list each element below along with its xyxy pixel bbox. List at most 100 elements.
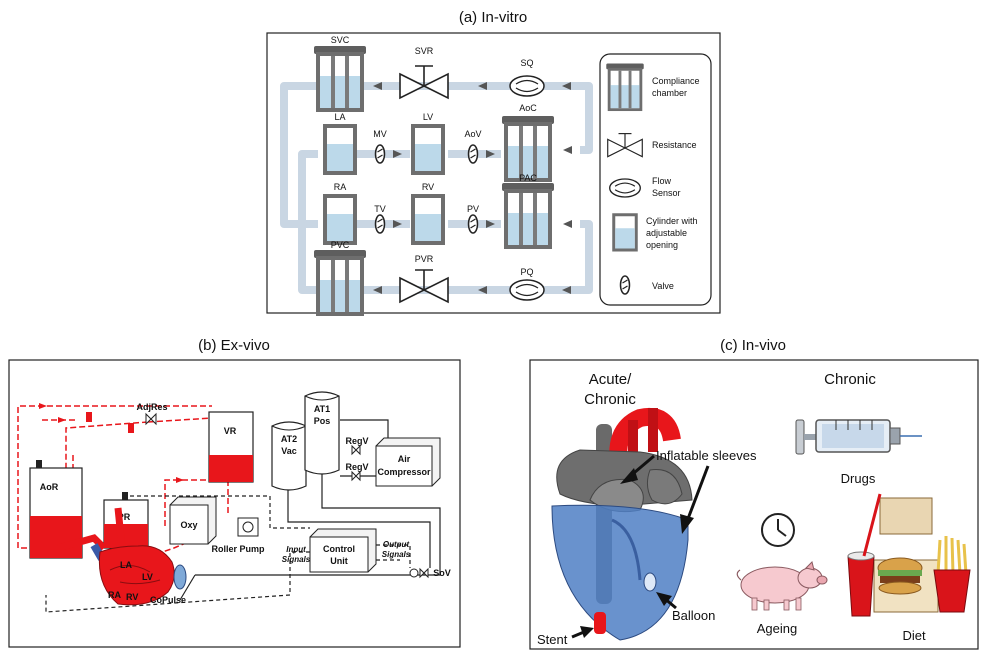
regv-valve-1 [351, 444, 361, 456]
label-inflatable-sleeves: Inflatable sleeves [656, 448, 757, 463]
legend-cylinder-2: adjustable [646, 228, 687, 238]
la-cylinder [323, 124, 357, 175]
label-sq: SQ [520, 58, 533, 68]
air-compressor: Air Compressor [375, 437, 441, 487]
component-labels: SVC SVR SQ LA MV LV AoV AoC RA TV RV PV … [331, 35, 538, 277]
panel-b-title: (b) Ex-vivo [198, 337, 270, 354]
legend-flow-2: Sensor [652, 188, 681, 198]
pointer-arrows [571, 454, 710, 639]
legend-cylinder-3: opening [646, 240, 678, 250]
label-regv-1: RegV [345, 436, 368, 446]
diet-icon [847, 493, 971, 617]
sov-sensor [409, 568, 419, 578]
legend-valve-icon [619, 275, 631, 295]
svc-chamber [312, 44, 368, 112]
label-output: Output [383, 540, 410, 549]
vr-reservoir: VR [208, 411, 254, 483]
label-svr: SVR [415, 46, 434, 56]
label-air: Air [398, 454, 411, 464]
aorta [609, 408, 681, 472]
regv-valve-2 [351, 470, 361, 482]
at1-tank: AT1 Pos [304, 391, 340, 475]
label-oxy: Oxy [180, 520, 197, 530]
label-pv: PV [467, 204, 479, 214]
label-aor: AoR [40, 482, 59, 492]
label-roller-pump: Roller Pump [211, 544, 265, 554]
pig-icon [736, 561, 828, 611]
roller-pump: Roller Pump [211, 517, 265, 554]
label-pos: Pos [314, 416, 331, 426]
label-la: LA [334, 112, 345, 122]
signal-lines [45, 495, 411, 613]
label-adjres: AdjRes [136, 402, 167, 412]
panel-c-title: (c) In-vivo [720, 337, 786, 354]
label-pvc: PVC [331, 240, 350, 250]
lv-cylinder [411, 124, 445, 175]
adjres-clamp-1 [86, 412, 92, 422]
label-copulse: CoPulse [150, 595, 186, 605]
label-at1: AT1 [314, 404, 330, 414]
stent [594, 612, 606, 634]
pvc-chamber [312, 248, 368, 316]
adjres-valve [145, 412, 157, 426]
legend-valve: Valve [652, 281, 674, 291]
label-heart-rv: RV [126, 592, 138, 602]
tv-valve [374, 214, 386, 234]
oxygenator: Oxy [169, 496, 217, 545]
balloon [643, 572, 657, 592]
control-unit: Control Unit [309, 528, 377, 573]
label-output-signals: Signals [382, 550, 411, 559]
sov-valve [419, 567, 429, 579]
sq-flow-sensor [509, 75, 545, 97]
pac-chamber [500, 181, 556, 249]
label-compressor: Compressor [377, 467, 431, 477]
legend-compliance-2: chamber [652, 88, 687, 98]
legend-flow-1: Flow [652, 176, 672, 186]
panel-a: (a) In-vitro [266, 9, 721, 316]
label-aoc: AoC [519, 103, 537, 113]
label-balloon: Balloon [672, 608, 715, 623]
label-heart-la: LA [120, 560, 132, 570]
label-control: Control [323, 544, 355, 554]
label-lv: LV [423, 112, 433, 122]
legend-compliance-1: Compliance [652, 76, 700, 86]
mv-valve [374, 144, 386, 164]
label-pr: PR [118, 512, 131, 522]
aoc-chamber [500, 114, 556, 182]
label-svc: SVC [331, 35, 350, 45]
label-heart-ra: RA [108, 590, 121, 600]
ventricles [551, 504, 689, 641]
pq-flow-sensor [509, 279, 545, 301]
label-vr: VR [224, 426, 237, 436]
pr-reservoir: PR [103, 492, 149, 549]
label-input-signals: Signals [282, 555, 311, 564]
label-aov: AoV [464, 129, 481, 139]
label-acute-chronic: Chronic [584, 391, 636, 408]
label-rv: RV [422, 182, 434, 192]
label-pvr: PVR [415, 254, 434, 264]
label-regv-2: RegV [345, 462, 368, 472]
label-chronic: Chronic [824, 371, 876, 388]
adjres-clamp-2 [128, 423, 134, 433]
label-at2: AT2 [281, 434, 297, 444]
rv-cylinder [411, 194, 445, 245]
clock-icon [761, 513, 795, 547]
panel-b: (b) Ex-vivo AdjRes [8, 337, 461, 648]
label-ra: RA [334, 182, 347, 192]
label-diet: Diet [902, 628, 926, 643]
label-tv: TV [374, 204, 386, 214]
label-heart-lv: LV [142, 572, 153, 582]
label-vac: Vac [281, 446, 297, 456]
label-sov: SoV [433, 568, 451, 578]
label-unit: Unit [330, 556, 348, 566]
label-ageing: Ageing [757, 621, 797, 636]
invivo-heart [551, 408, 693, 641]
label-mv: MV [373, 129, 387, 139]
ra-cylinder [323, 194, 357, 245]
pv-valve [467, 214, 479, 234]
copulse-device [173, 564, 187, 590]
label-stent: Stent [537, 632, 568, 647]
aov-valve [467, 144, 479, 164]
label-pq: PQ [520, 267, 533, 277]
